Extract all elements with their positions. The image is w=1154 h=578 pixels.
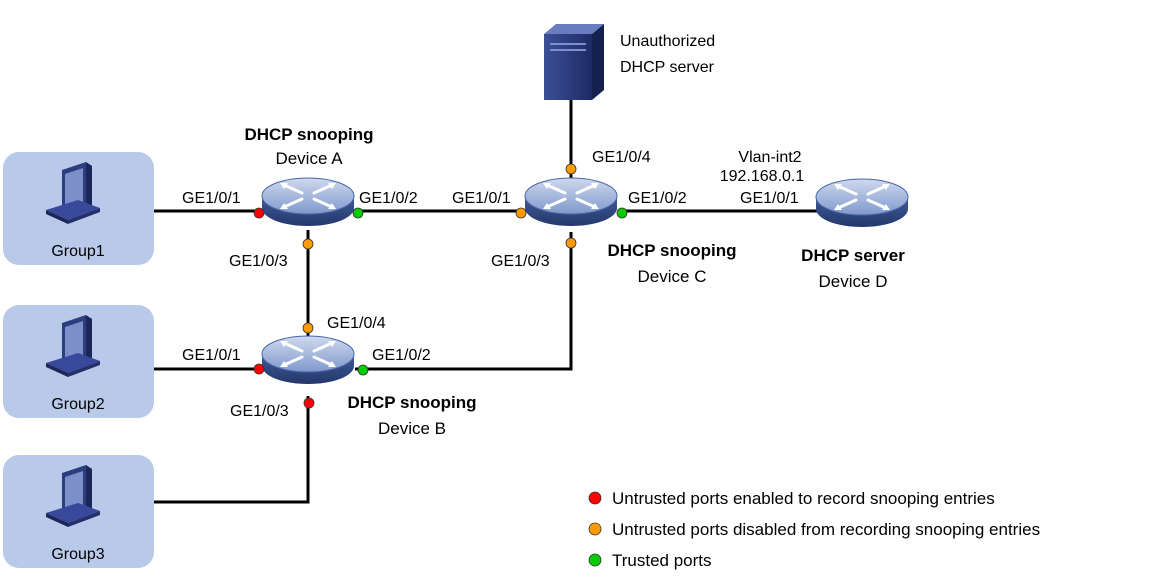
device-a-name: Device A <box>275 149 343 168</box>
device-d: DHCP server Device D Vlan-int2 192.168.0… <box>720 149 910 291</box>
group1-host: Group1 <box>3 152 154 265</box>
port-dot-untrusted-record <box>303 397 315 409</box>
port-dot-untrusted-norecord <box>302 322 314 334</box>
switch-icon <box>260 176 356 228</box>
device-b-role: DHCP snooping <box>347 393 476 412</box>
port-label: GE1/0/3 <box>229 253 288 270</box>
legend-text: Untrusted ports disabled from recording … <box>612 520 1040 539</box>
device-d-name: Device D <box>819 272 888 291</box>
port-dot-untrusted-norecord <box>302 238 314 250</box>
device-a: DHCP snooping Device A <box>244 125 374 228</box>
link-group3-deviceB <box>154 396 310 504</box>
port-dot-untrusted-norecord <box>565 163 577 175</box>
port-label: GE1/0/1 <box>452 190 511 207</box>
group2-host: Group2 <box>3 305 154 418</box>
device-b-name: Device B <box>378 419 446 438</box>
legend-swatch-untrusted-record <box>588 491 602 505</box>
port-label: GE1/0/2 <box>359 190 418 207</box>
server-icon <box>544 24 604 34</box>
device-d-role: DHCP server <box>801 246 905 265</box>
port-dot-trusted <box>352 207 364 219</box>
group3-label: Group3 <box>51 546 104 563</box>
vlan-int-ip: 192.168.0.1 <box>720 168 805 185</box>
port-dots <box>253 163 628 409</box>
legend: Untrusted ports enabled to record snoopi… <box>588 489 1040 570</box>
port-dot-untrusted-record <box>253 207 265 219</box>
link-deviceC-deviceB <box>355 232 573 371</box>
port-label: GE1/0/1 <box>182 190 241 207</box>
links <box>154 100 818 504</box>
group3-host: Group3 <box>3 455 154 568</box>
server-icon <box>592 24 604 100</box>
port-label: GE1/0/1 <box>182 347 241 364</box>
port-label: GE1/0/2 <box>628 190 687 207</box>
device-b: DHCP snooping Device B <box>260 334 477 438</box>
router-icon <box>814 177 910 229</box>
port-label: GE1/0/4 <box>327 315 386 332</box>
port-dot-untrusted-norecord <box>515 207 527 219</box>
port-dot-trusted <box>357 364 369 376</box>
rogue-server-line1: Unauthorized <box>620 33 715 50</box>
port-label: GE1/0/3 <box>230 403 289 420</box>
port-label: GE1/0/3 <box>491 253 550 270</box>
switch-icon <box>260 334 356 386</box>
device-c-role: DHCP snooping <box>607 241 736 260</box>
rogue-server-line2: DHCP server <box>620 59 715 76</box>
vlan-int-label: Vlan-int2 <box>738 149 801 166</box>
device-c-name: Device C <box>638 267 707 286</box>
port-dot-untrusted-norecord <box>565 237 577 249</box>
legend-text: Untrusted ports enabled to record snoopi… <box>612 489 995 508</box>
port-label: GE1/0/1 <box>740 190 799 207</box>
port-dot-trusted <box>616 207 628 219</box>
switch-icon <box>523 176 619 228</box>
legend-swatch-untrusted-norecord <box>588 522 602 536</box>
rogue-server: Unauthorized DHCP server <box>544 24 715 100</box>
group2-label: Group2 <box>51 396 104 413</box>
port-label: GE1/0/4 <box>592 149 651 166</box>
device-c: DHCP snooping Device C <box>523 176 737 286</box>
legend-text: Trusted ports <box>612 551 712 570</box>
port-labels: GE1/0/1 GE1/0/2 GE1/0/3 GE1/0/1 GE1/0/2 … <box>182 149 799 420</box>
device-a-role: DHCP snooping <box>244 125 373 144</box>
legend-swatch-trusted <box>588 553 602 567</box>
port-label: GE1/0/2 <box>372 347 431 364</box>
group1-label: Group1 <box>51 243 104 260</box>
port-dot-untrusted-record <box>253 363 265 375</box>
